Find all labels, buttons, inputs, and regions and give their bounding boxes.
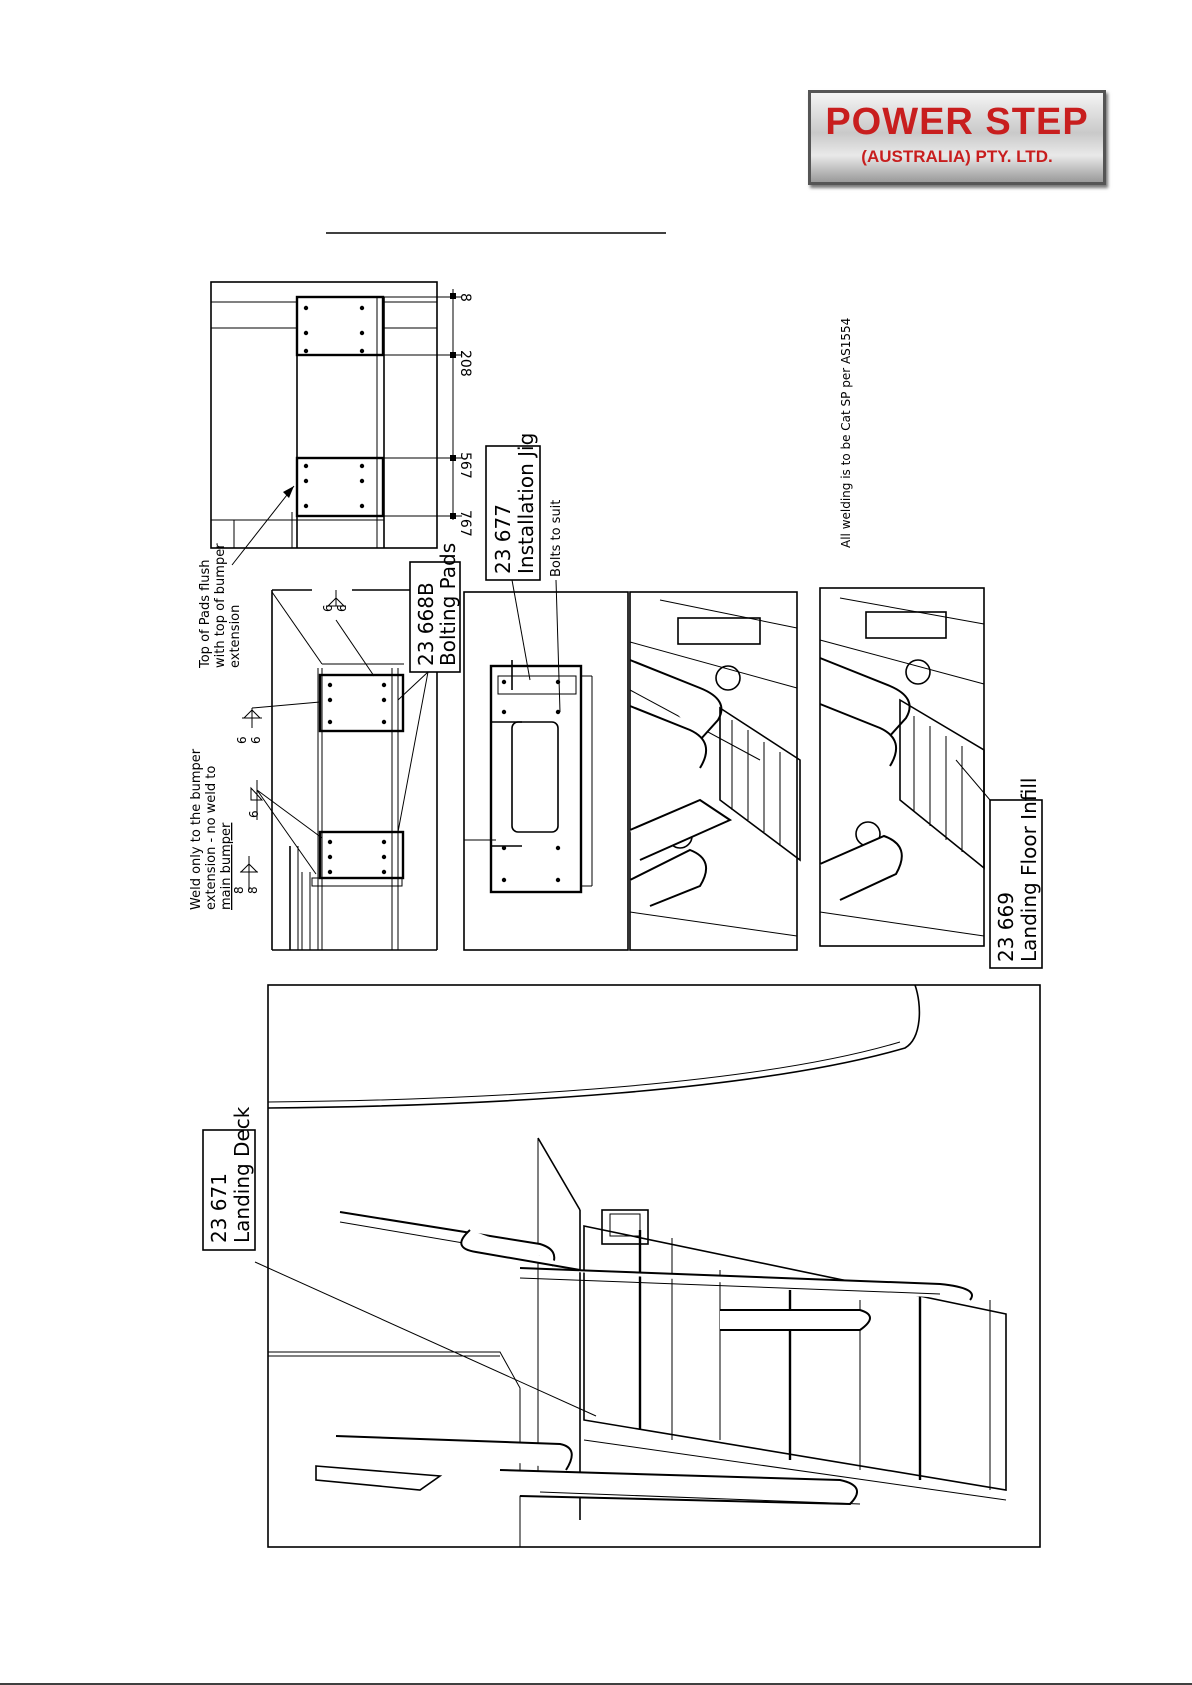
installation-jig-view — [463, 591, 629, 951]
bolting-pads-number: 23 668B — [414, 582, 438, 666]
jig-plate — [489, 664, 583, 894]
logo-line-2: (AUSTRALIA) PTY. LTD. — [861, 147, 1053, 166]
company-logo: POWER STEP (AUSTRALIA) PTY. LTD. — [808, 90, 1106, 185]
landing-deck-label-box — [202, 1129, 256, 1251]
landing-deck-name: Landing Deck — [230, 1106, 254, 1243]
dimension-8: 8 — [457, 293, 473, 302]
logo-line-1: POWER STEP — [825, 101, 1089, 143]
jig-window — [511, 721, 559, 833]
weld-symbol-top: 6 6 — [321, 590, 375, 677]
bolting-pads-label-box — [409, 561, 461, 673]
upper-bolting-pad — [295, 295, 385, 357]
bolting-pad-lower — [318, 830, 405, 880]
dimension-567: 567 — [457, 452, 473, 479]
svg-text:6: 6 — [249, 736, 263, 744]
bolts-to-suit-label: Bolts to suit — [549, 500, 564, 577]
landing-floor-infill-label-box — [989, 799, 1043, 969]
lower-bolting-pad — [295, 456, 385, 518]
infill-detail-view-1 — [629, 591, 801, 951]
landing-deck-number: 23 671 — [207, 1173, 231, 1243]
pads-flush-leader — [231, 485, 295, 566]
svg-text:with top of bumper: with top of bumper — [213, 543, 228, 668]
svg-text:6: 6 — [321, 604, 335, 612]
weld-note: All welding is to be Cat SP per AS1554 — [839, 318, 853, 548]
svg-text:Weld only to the bumper: Weld only to the bumper — [189, 748, 204, 910]
svg-text:extension - no weld to: extension - no weld to — [204, 766, 219, 910]
svg-text:6: 6 — [247, 810, 261, 818]
svg-text:Top of Pads flush: Top of Pads flush — [198, 559, 213, 669]
svg-text:6: 6 — [335, 604, 349, 612]
installation-jig-name: Installation Jig — [514, 433, 538, 574]
weld-symbol-fillet: 6 — [247, 780, 323, 875]
landing-floor-infill-number: 23 669 — [994, 892, 1018, 962]
weld-symbol-bottom: 8 8 — [232, 856, 260, 894]
dimension-208: 208 — [457, 350, 473, 377]
infill-detail-view-2 — [819, 587, 985, 947]
bumper-elevation-view — [210, 281, 462, 549]
installation-jig-number: 23 677 — [491, 504, 515, 574]
svg-text:8: 8 — [232, 886, 246, 894]
pads-flush-callout: Top of Pads flush with top of bumper ext… — [198, 543, 243, 669]
landing-deck-isometric-view — [267, 984, 1041, 1548]
dimension-767: 767 — [457, 510, 473, 537]
installation-jig-label-box — [485, 445, 541, 581]
landing-floor-infill-name: Landing Floor Infill — [1017, 778, 1041, 962]
weld-only-callout: Weld only to the bumper extension - no w… — [189, 748, 234, 910]
bolting-pads-name: Bolting Pads — [436, 543, 460, 666]
svg-text:extension: extension — [228, 605, 243, 668]
svg-text:6: 6 — [235, 736, 249, 744]
weld-symbol-left: 6 6 — [235, 701, 321, 744]
svg-text:8: 8 — [246, 886, 260, 894]
bolting-pad-upper — [318, 673, 405, 733]
svg-text:main bumper: main bumper — [219, 822, 234, 910]
